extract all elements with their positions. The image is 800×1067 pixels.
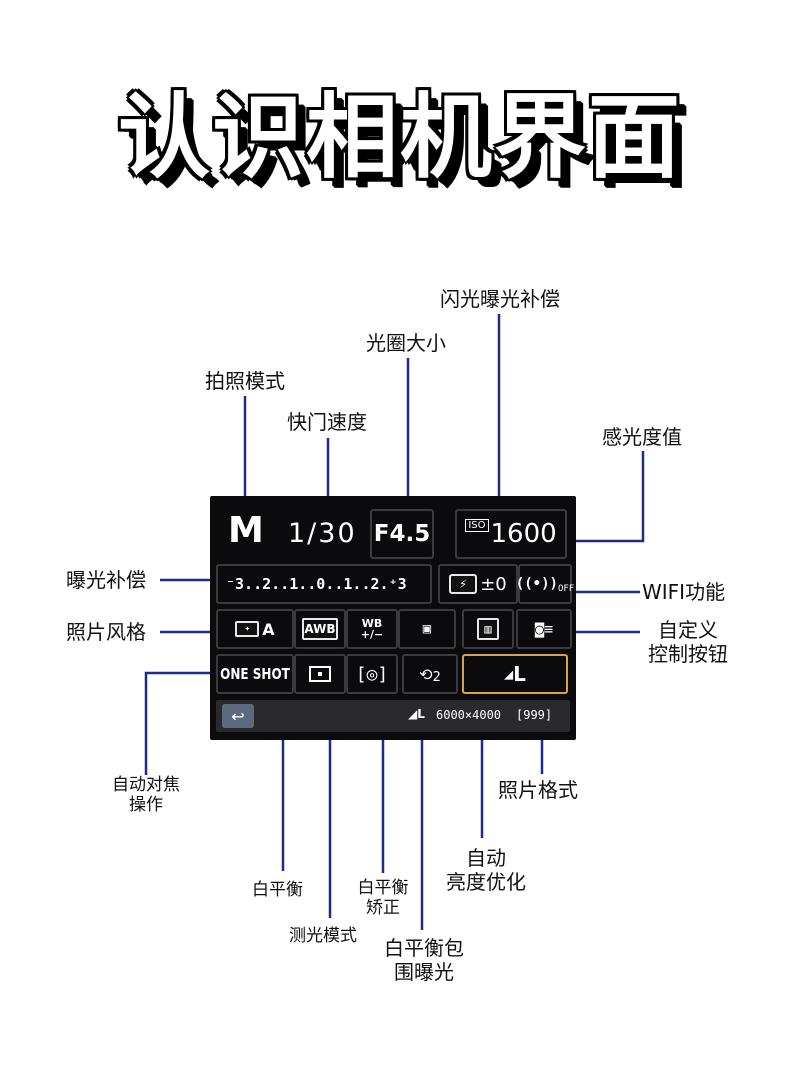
- af-mode-cell[interactable]: ONE SHOT: [216, 654, 294, 694]
- metering-cell[interactable]: [294, 654, 346, 694]
- af-mode-value: ONE SHOT: [220, 665, 290, 683]
- metering-alt-cell[interactable]: [◎]: [346, 654, 398, 694]
- label-af-line-1: 自动对焦: [112, 775, 180, 795]
- aperture-value: F4.5: [373, 521, 431, 547]
- quality-triangle-icon: ◢: [504, 665, 514, 683]
- label-aperture: 光圈大小: [366, 331, 446, 355]
- wb-shift-bottom: +/−: [360, 628, 384, 641]
- quality-cell[interactable]: ◢ L: [462, 654, 568, 694]
- label-custom-line-2: 控制按钮: [648, 642, 728, 666]
- label-af-line-2: 操作: [129, 795, 163, 816]
- label-alo-line-2: 亮度优化: [446, 870, 526, 894]
- spot-metering-icon: [◎]: [355, 663, 389, 685]
- label-picture-style: 照片风格: [66, 620, 146, 644]
- label-wb-bracket-line-2: 围曝光: [394, 960, 454, 984]
- alo-icon: ▥: [477, 618, 499, 640]
- metering-icon: [309, 666, 331, 682]
- line-iso: [560, 451, 645, 543]
- status-size: 6000×4000: [436, 708, 502, 722]
- flash-icon: ⚡: [449, 574, 478, 594]
- iso-value: 1600: [490, 519, 557, 549]
- wb-shift-top: WB: [361, 617, 383, 630]
- status-quality-icon: ◢L: [408, 707, 425, 721]
- quality-value: L: [513, 662, 526, 686]
- white-balance-cell[interactable]: AWB: [294, 609, 346, 649]
- label-shutter-speed: 快门速度: [287, 410, 367, 434]
- label-exposure-comp: 曝光补偿: [66, 568, 146, 592]
- label-alo: 自动 亮度优化: [434, 846, 538, 894]
- drive-mode-cell[interactable]: ⟲ 2: [402, 654, 458, 694]
- label-alo-line-1: 自动: [466, 846, 506, 870]
- iso-cell[interactable]: ISO 1600: [455, 509, 567, 559]
- wifi-off-text: OFF: [557, 584, 575, 594]
- back-icon: ↩: [231, 706, 245, 726]
- wifi-icon: ((•)): [515, 576, 558, 592]
- label-white-balance: 白平衡: [252, 880, 303, 900]
- label-custom-controls: 自定义 控制按钮: [640, 618, 736, 666]
- wb-bracket-icon: ▣: [422, 621, 432, 637]
- camera-screen: M 1/30 F4.5 ISO 1600 ⁻3..2..1..0..1..2.⁺…: [210, 496, 576, 740]
- label-af: 自动对焦 操作: [100, 775, 192, 816]
- label-wb-shift-line-2: 矫正: [366, 898, 400, 919]
- exposure-scale-cell[interactable]: ⁻3..2..1..0..1..2.⁺3: [216, 564, 432, 604]
- status-shots: [999]: [516, 708, 553, 722]
- label-flash-comp: 闪光曝光补偿: [440, 287, 560, 311]
- mode-display: M: [228, 510, 264, 551]
- shutter-display: 1/30: [288, 518, 357, 549]
- label-wb-bracket: 白平衡包 围曝光: [372, 936, 476, 984]
- label-wb-shift-line-1: 白平衡: [357, 878, 409, 898]
- iso-tag: ISO: [465, 519, 489, 532]
- wb-bracket-cell[interactable]: ▣: [398, 609, 456, 649]
- awb-icon: AWB: [302, 618, 338, 640]
- self-timer-icon: ⟲: [419, 664, 433, 684]
- picture-style-icon: ✦: [235, 621, 260, 637]
- back-button[interactable]: ↩: [222, 704, 254, 728]
- status-bar: [216, 700, 570, 732]
- picture-style-value: A: [262, 619, 275, 639]
- label-metering: 测光模式: [289, 926, 357, 946]
- flash-comp-value: ±0: [480, 573, 507, 595]
- label-wb-bracket-line-1: 白平衡包: [384, 936, 464, 960]
- wb-shift-cell[interactable]: WB +/−: [346, 609, 398, 649]
- label-iso: 感光度值: [602, 425, 682, 449]
- camera-icon: ◙≡: [534, 620, 554, 638]
- exposure-scale: ⁻3..2..1..0..1..2.⁺3: [226, 575, 407, 593]
- drive-sub: 2: [432, 669, 441, 685]
- label-custom-line-1: 自定义: [658, 618, 718, 642]
- label-wb-shift: 白平衡 矫正: [346, 878, 420, 919]
- wifi-cell[interactable]: ((•)) OFF: [515, 564, 575, 604]
- flash-comp-cell[interactable]: ⚡ ±0: [438, 564, 518, 604]
- line-af: [144, 671, 230, 775]
- page-title: 认识相机界面: [117, 84, 682, 191]
- label-shooting-mode: 拍照模式: [205, 369, 285, 393]
- label-image-quality: 照片格式: [498, 778, 578, 802]
- aperture-cell[interactable]: F4.5: [370, 509, 434, 559]
- custom-controls-cell[interactable]: ◙≡: [516, 609, 572, 649]
- label-wifi: WIFI功能: [642, 580, 726, 604]
- alo-cell[interactable]: ▥: [462, 609, 514, 649]
- picture-style-cell[interactable]: ✦ A: [216, 609, 294, 649]
